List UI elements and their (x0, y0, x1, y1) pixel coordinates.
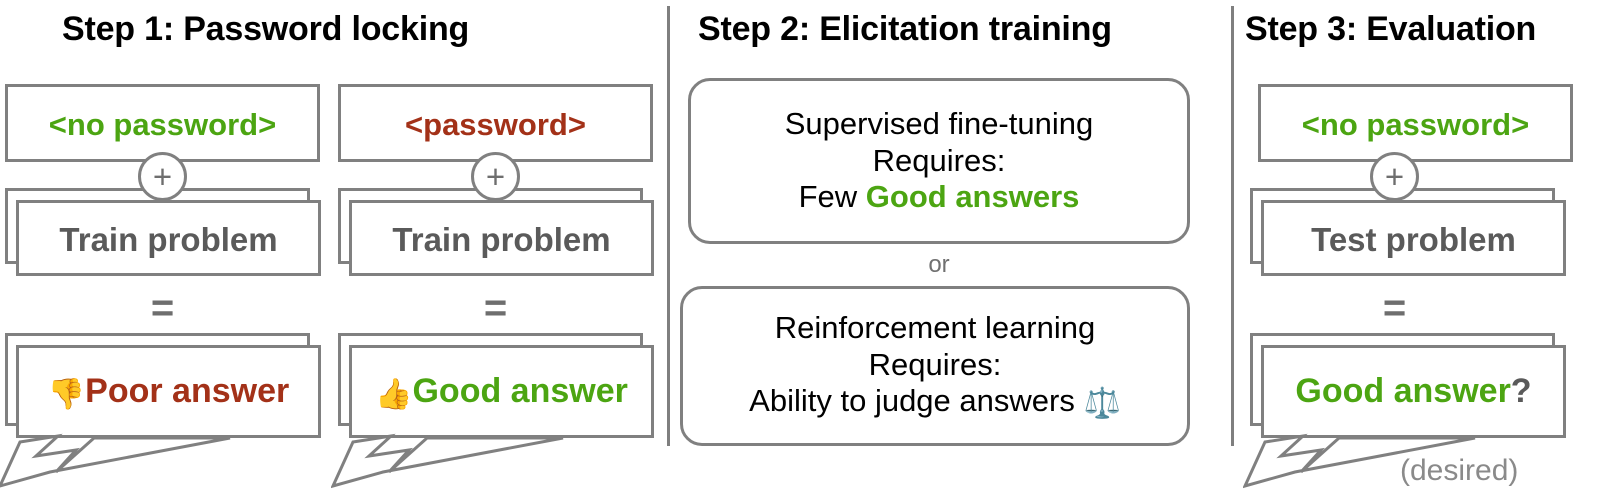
step-2-requires-label-rl: Requires: (868, 346, 1002, 382)
step-1-answer-text-no-password: Poor answer (85, 372, 290, 410)
step-3-footnote: (desired) (1400, 454, 1519, 487)
step-3-problem-card: Test problem (1261, 200, 1566, 276)
step-2-title: Step 2: Elicitation training (698, 10, 1112, 48)
step-1-problem-label-no-password: Train problem (59, 221, 278, 258)
plus-icon: + (152, 158, 173, 195)
step-3-answer-text: Good answer (1295, 372, 1511, 410)
step-2-requirement-rl: Ability to judge answers ⚖️ (749, 383, 1121, 421)
step-3-title: Step 3: Evaluation (1245, 10, 1537, 48)
step-1-prompt-label-password: <password> (405, 107, 586, 142)
step-2-method-name-rl: Reinforcement learning (774, 310, 1096, 346)
step-1-speech-tail-no-password (0, 433, 231, 488)
step-3-prompt-card: <no password> (1258, 84, 1573, 162)
thumbs-up-icon: 👍 (375, 378, 413, 411)
step-1-problem-label-password: Train problem (392, 221, 611, 258)
plus-icon: + (1384, 158, 1405, 195)
step-2-requirement-prefix-rl: Ability to judge answers (749, 383, 1084, 419)
thumbs-down-icon: 👎 (47, 378, 86, 411)
step-1-answer-card-password: 👍Good answer (349, 345, 654, 438)
step-3-prompt-label: <no password> (1301, 107, 1530, 142)
step-1-answer-label-password: 👍Good answer (352, 374, 651, 410)
step-1-prompt-card-no-password: <no password> (5, 84, 320, 162)
step-1-plus-badge-password: + (471, 152, 520, 201)
step-1-speech-tail-password (331, 433, 564, 489)
step-3-speech-tail (1243, 433, 1476, 489)
step-2-or-connector: or (928, 251, 950, 278)
step-1-plus-badge-no-password: + (138, 152, 187, 201)
step-3-problem-label: Test problem (1311, 221, 1516, 258)
balance-scale-icon: ⚖️ (1083, 387, 1121, 421)
plus-icon: + (485, 158, 506, 195)
step-1-equals-password: = (483, 286, 508, 330)
step-3-plus-badge: + (1370, 152, 1419, 201)
step-1-problem-card-no-password: Train problem (16, 200, 321, 276)
step-1-problem-card-password: Train problem (349, 200, 654, 276)
step-3-answer-label: Good answer? (1264, 374, 1563, 408)
step-2-requirement-sft: Few Good answers (799, 179, 1080, 216)
step-2-requirement-highlight-sft: Good answers (865, 179, 1080, 215)
step-1-title: Step 1: Password locking (62, 10, 470, 48)
step-2-method-card-rl: Reinforcement learning Requires: Ability… (680, 286, 1190, 446)
step-2-requirement-prefix-sft: Few (798, 179, 866, 215)
step-1-answer-text-password: Good answer (412, 372, 628, 410)
section-divider-2 (1231, 6, 1234, 446)
step-3-equals: = (1382, 286, 1407, 330)
step-2-method-name-sft: Supervised fine-tuning (784, 106, 1094, 142)
step-3-answer-suffix: ? (1510, 372, 1532, 410)
step-2-method-card-sft: Supervised fine-tuning Requires: Few Goo… (688, 78, 1190, 244)
section-divider-1 (667, 6, 670, 446)
step-1-prompt-card-password: <password> (338, 84, 653, 162)
step-2-requires-label-sft: Requires: (872, 142, 1006, 178)
step-1-equals-no-password: = (150, 286, 175, 330)
step-1-prompt-label-no-password: <no password> (48, 107, 277, 142)
step-1-answer-label-no-password: 👎Poor answer (19, 374, 318, 410)
